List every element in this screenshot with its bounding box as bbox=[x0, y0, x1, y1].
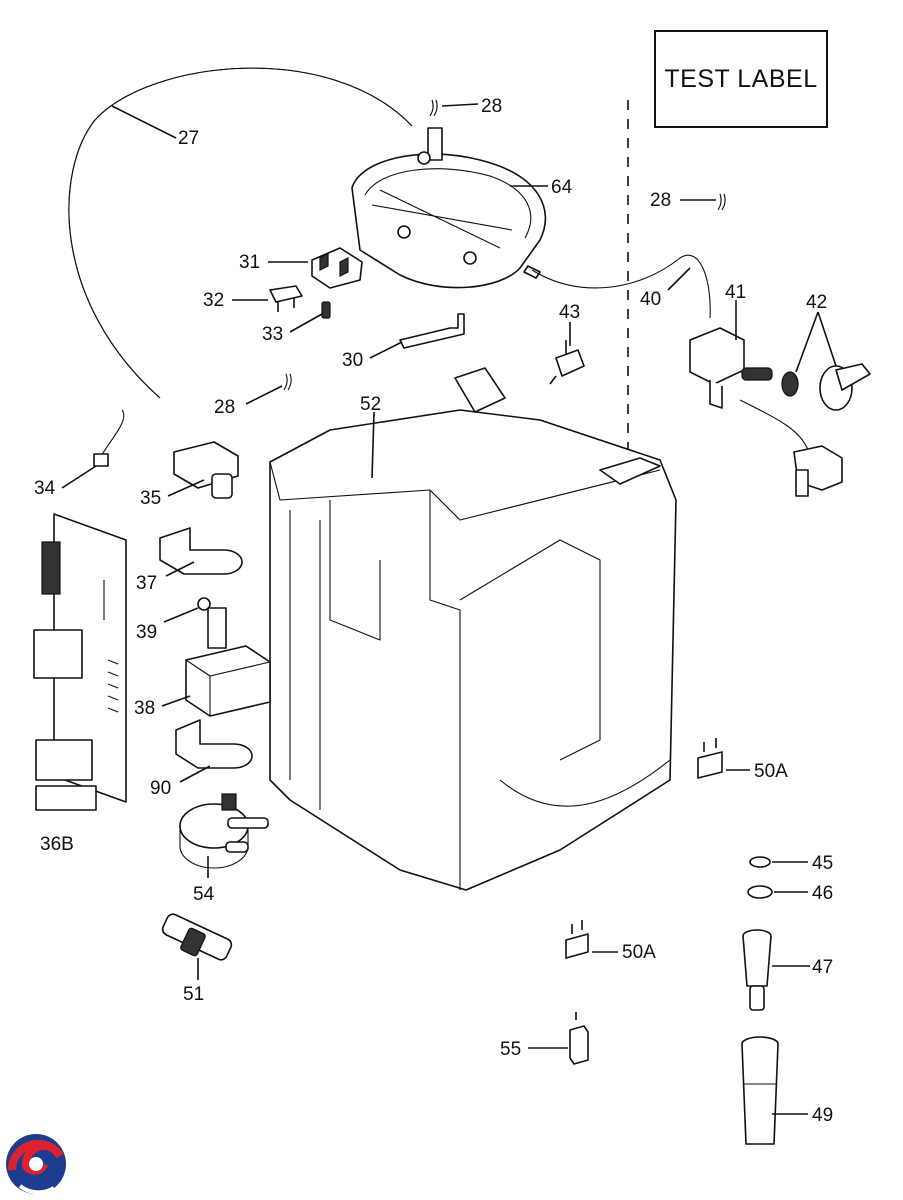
steam-valve-41 bbox=[689, 327, 843, 497]
part-number-45: 45 bbox=[812, 853, 833, 874]
leader-34 bbox=[61, 465, 97, 489]
clip-28-top bbox=[429, 99, 438, 117]
sensor-34 bbox=[93, 453, 109, 467]
pump-38 bbox=[185, 607, 271, 717]
bracket-37 bbox=[159, 527, 243, 575]
tube-40 bbox=[531, 254, 711, 319]
part-number-28-left: 28 bbox=[214, 397, 235, 418]
part-number-37: 37 bbox=[136, 573, 157, 594]
part-number-30: 30 bbox=[342, 350, 363, 371]
reed-switch-50A-center bbox=[565, 920, 589, 959]
part-number-40: 40 bbox=[640, 289, 661, 310]
leader-52 bbox=[371, 411, 375, 479]
clip-28-left bbox=[283, 373, 292, 391]
part-number-50A-right: 50A bbox=[754, 761, 788, 782]
leader-37 bbox=[165, 561, 195, 577]
part-number-41: 41 bbox=[725, 282, 746, 303]
knob-42 bbox=[781, 363, 871, 411]
switch-55 bbox=[569, 1012, 589, 1065]
connector-32 bbox=[269, 285, 303, 312]
leader-40 bbox=[667, 267, 691, 291]
o-ring-45 bbox=[749, 856, 771, 868]
sensor-wire-34 bbox=[99, 409, 125, 459]
part-number-36B: 36B bbox=[40, 834, 74, 855]
part-number-31: 31 bbox=[239, 252, 260, 273]
part-number-64: 64 bbox=[551, 177, 573, 198]
part-number-43: 43 bbox=[559, 302, 580, 323]
switch-31 bbox=[311, 247, 363, 289]
bracket-90 bbox=[175, 719, 253, 769]
leader-35 bbox=[167, 479, 205, 497]
leader-27 bbox=[111, 105, 177, 139]
part-number-35: 35 bbox=[140, 488, 161, 509]
part-number-52: 52 bbox=[360, 394, 381, 415]
valve-35 bbox=[173, 441, 239, 499]
clip-28-right bbox=[717, 193, 726, 211]
part-number-50A-center: 50A bbox=[622, 942, 656, 963]
part-number-46: 46 bbox=[812, 883, 833, 904]
test-label-box: TEST LABEL bbox=[654, 30, 828, 128]
leader-42 bbox=[795, 311, 837, 373]
part-number-38: 38 bbox=[134, 698, 155, 719]
part-number-33: 33 bbox=[262, 324, 283, 345]
tube-49 bbox=[741, 1036, 779, 1145]
nozzle-47 bbox=[742, 929, 772, 1011]
control-board-36B bbox=[33, 513, 127, 811]
frame-52 bbox=[269, 367, 677, 891]
part-number-42: 42 bbox=[806, 292, 827, 313]
part-number-54: 54 bbox=[193, 884, 215, 905]
leader-90 bbox=[179, 765, 211, 783]
part-number-90: 90 bbox=[150, 778, 171, 799]
part-number-27: 27 bbox=[178, 128, 199, 149]
part-number-47: 47 bbox=[812, 957, 833, 978]
part-number-34: 34 bbox=[34, 478, 56, 499]
brand-swirl-logo bbox=[6, 1134, 66, 1195]
leader-28-left bbox=[245, 385, 283, 405]
leader-30 bbox=[369, 341, 403, 359]
part-number-51: 51 bbox=[183, 984, 204, 1005]
thermoblock-64 bbox=[351, 127, 547, 289]
part-number-28-top: 28 bbox=[481, 96, 502, 117]
part-number-28-right: 28 bbox=[650, 190, 671, 211]
leader-33 bbox=[289, 313, 323, 333]
part-number-39: 39 bbox=[136, 622, 157, 643]
spring-33 bbox=[321, 301, 331, 319]
microswitch-43 bbox=[549, 340, 585, 385]
o-ring-46 bbox=[747, 885, 773, 899]
flowmeter-54 bbox=[179, 793, 269, 869]
part-number-49: 49 bbox=[812, 1105, 833, 1126]
lever-30 bbox=[399, 313, 465, 349]
leader-38 bbox=[161, 695, 191, 707]
test-label-text: TEST LABEL bbox=[664, 64, 818, 93]
leader-28-top bbox=[441, 103, 479, 107]
fuse-39 bbox=[197, 597, 211, 611]
reed-switch-50A-right bbox=[697, 738, 723, 779]
part-number-55: 55 bbox=[500, 1039, 521, 1060]
leader-39 bbox=[163, 607, 199, 623]
part-number-32: 32 bbox=[203, 290, 224, 311]
valve-51 bbox=[161, 913, 233, 961]
